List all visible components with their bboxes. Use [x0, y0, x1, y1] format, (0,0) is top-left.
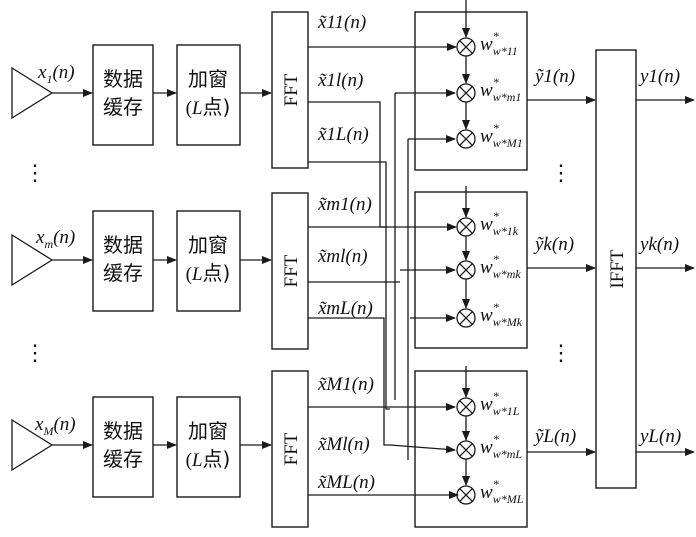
fft-out-label-11: x̃11(n) [317, 12, 366, 33]
ellipsis-left-2: ⋮ [24, 340, 46, 365]
svg-text:加窗: 加窗 [188, 67, 228, 91]
ellipsis-right-2: ⋮ [550, 340, 572, 365]
svg-text:缓存: 缓存 [103, 261, 143, 285]
antenna-m-icon [11, 233, 54, 287]
data-buffer-block-M: 数据 缓存 [92, 396, 154, 498]
fft-out-label-mL: x̃mL(n) [317, 298, 373, 319]
svg-text:缓存: 缓存 [103, 95, 143, 119]
svg-text:FFT: FFT [281, 432, 302, 465]
window-block-M: 加窗 (L点) [176, 396, 241, 498]
output-label-1: y1(n) [638, 66, 680, 87]
svg-text:FFT: FFT [281, 73, 302, 106]
ifft-block: IFFT [595, 49, 637, 489]
output-label-k: yk(n) [638, 234, 679, 255]
fft-out-label-ML: x̃ML(n) [317, 472, 375, 493]
ellipsis-right-1: ⋮ [550, 160, 572, 185]
fft-out-label-Ml: x̃Ml(n) [317, 434, 370, 455]
antenna-M-icon [11, 418, 54, 472]
svg-text:数据: 数据 [103, 233, 143, 257]
svg-text:IFFT: IFFT [607, 249, 628, 288]
combined-label-k: ỹk(n) [533, 234, 574, 255]
svg-text:(L点): (L点) [186, 261, 231, 285]
antenna-1-icon [11, 66, 54, 120]
fft-out-label-ml: x̃ml(n) [317, 246, 368, 267]
svg-text:数据: 数据 [103, 419, 143, 443]
svg-text:(L点): (L点) [186, 95, 231, 119]
fft-out-label-1l: x̃1l(n) [317, 70, 363, 91]
combined-label-L: ỹL(n) [533, 426, 576, 447]
fft-block-m: FFT [271, 192, 309, 350]
combined-label-1: ỹ1(n) [533, 66, 575, 87]
svg-text:缓存: 缓存 [103, 447, 143, 471]
input-xM-label: xM(n) [34, 414, 76, 438]
svg-text:FFT: FFT [281, 254, 302, 287]
window-block-1: 加窗 (L点) [176, 44, 241, 146]
window-block-m: 加窗 (L点) [176, 210, 241, 312]
fft-out-label-M1: x̃M1(n) [317, 374, 374, 395]
output-label-L: yL(n) [638, 426, 681, 447]
svg-text:数据: 数据 [103, 67, 143, 91]
svg-text:加窗: 加窗 [188, 419, 228, 443]
ellipsis-left-1: ⋮ [24, 160, 46, 185]
input-xm-label: xm(n) [35, 227, 75, 251]
input-x1-label: x1(n) [37, 62, 75, 86]
data-buffer-block-m: 数据 缓存 [92, 210, 154, 312]
weight-label-mL: w*w*mL [480, 432, 522, 461]
fft-block-M: FFT [271, 370, 309, 528]
data-buffer-block-1: 数据 缓存 [92, 44, 154, 146]
svg-text:(L点): (L点) [186, 447, 231, 471]
fft-block-1: FFT [271, 11, 309, 169]
fft-out-label-m1: x̃m1(n) [317, 194, 372, 215]
fft-out-label-1L: x̃1L(n) [317, 124, 369, 145]
svg-text:加窗: 加窗 [188, 233, 228, 257]
